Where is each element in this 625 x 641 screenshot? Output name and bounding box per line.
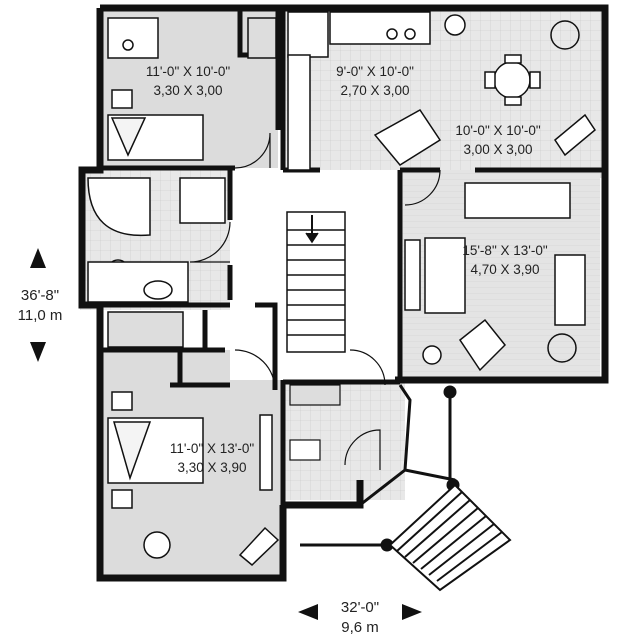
dining-furniture (444, 14, 596, 157)
svg-text:3,30 X 3,00: 3,30 X 3,00 (153, 83, 222, 98)
living-furniture (404, 182, 586, 372)
room-label-dining: 10'-0" X 10'-0" 3,00 X 3,00 (455, 123, 540, 157)
svg-text:11'-0" X 13'-0": 11'-0" X 13'-0" (170, 441, 254, 456)
kitchen-furniture (287, 11, 442, 171)
svg-text:4,70 X 3,90: 4,70 X 3,90 (470, 262, 539, 277)
arrow-up-icon (30, 248, 46, 268)
interior-walls (85, 8, 605, 505)
arrow-left-icon (298, 604, 318, 620)
master-bedroom-furniture (107, 311, 280, 567)
arrow-down-icon (30, 342, 46, 362)
overall-depth-dimension: 36'-8" 11,0 m (18, 248, 63, 362)
staircase (286, 211, 346, 353)
svg-text:10'-0" X 10'-0": 10'-0" X 10'-0" (455, 123, 540, 138)
bedroom-2-furniture (107, 17, 277, 161)
room-label-bedroom-2: 11'-0" X 10'-0" 3,30 X 3,00 (146, 64, 230, 98)
porch-steps (388, 483, 512, 592)
svg-text:11'-0" X 10'-0": 11'-0" X 10'-0" (146, 64, 230, 79)
svg-text:3,00 X 3,00: 3,00 X 3,00 (463, 142, 532, 157)
svg-text:32'-0": 32'-0" (341, 599, 379, 616)
arrow-right-icon (402, 604, 422, 620)
room-label-master-bedroom: 11'-0" X 13'-0" 3,30 X 3,90 (170, 441, 254, 475)
bay-window-entry (300, 384, 460, 552)
svg-text:9'-0" X 10'-0": 9'-0" X 10'-0" (336, 64, 414, 79)
svg-text:11,0 m: 11,0 m (18, 307, 63, 324)
room-label-living: 15'-8" X 13'-0" 4,70 X 3,90 (462, 243, 547, 277)
overall-width-dimension: 32'-0" 9,6 m (298, 599, 422, 636)
svg-text:3,30 X 3,90: 3,30 X 3,90 (177, 460, 246, 475)
svg-text:9,6 m: 9,6 m (341, 619, 379, 636)
room-label-kitchen: 9'-0" X 10'-0" 2,70 X 3,00 (336, 64, 414, 98)
bathroom-fixtures (87, 177, 226, 303)
svg-text:2,70 X 3,00: 2,70 X 3,00 (340, 83, 409, 98)
foyer-closet (289, 384, 341, 461)
door-swings (189, 132, 441, 470)
svg-text:15'-8" X 13'-0": 15'-8" X 13'-0" (462, 243, 547, 258)
svg-text:36'-8": 36'-8" (21, 287, 59, 304)
